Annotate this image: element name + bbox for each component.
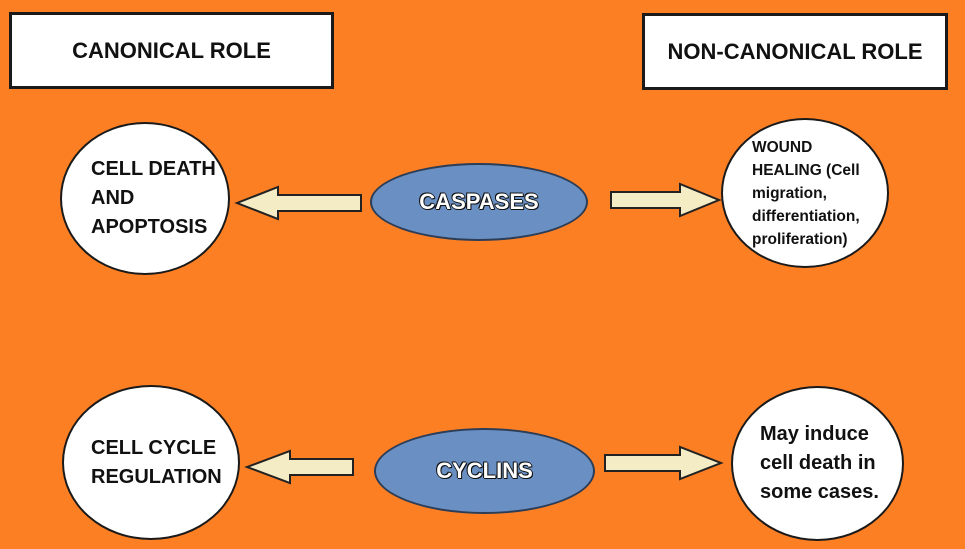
cell-death-apoptosis-label: CELL DEATH AND APOPTOSIS bbox=[91, 158, 216, 238]
caspases-node: CASPASES bbox=[370, 163, 588, 241]
canonical-role-header: CANONICAL ROLE bbox=[9, 12, 334, 89]
wound-healing-label: WOUND HEALING (Cell migration, different… bbox=[752, 138, 860, 248]
canonical-role-label: CANONICAL ROLE bbox=[72, 37, 271, 63]
cyclins-node: CYCLINS bbox=[374, 428, 595, 514]
arrow-right-icon bbox=[610, 182, 722, 218]
non-canonical-role-header: NON-CANONICAL ROLE bbox=[642, 13, 948, 90]
may-induce-cell-death-node: May induce cell death in some cases. bbox=[731, 386, 904, 541]
cell-death-apoptosis-node: CELL DEATH AND APOPTOSIS bbox=[60, 122, 230, 275]
arrow-left-icon bbox=[234, 185, 362, 221]
cell-cycle-regulation-node: CELL CYCLE REGULATION bbox=[62, 385, 240, 540]
may-induce-cell-death-label: May induce cell death in some cases. bbox=[760, 423, 879, 503]
wound-healing-node: WOUND HEALING (Cell migration, different… bbox=[721, 118, 889, 268]
cell-cycle-regulation-label: CELL CYCLE REGULATION bbox=[91, 436, 222, 488]
cyclins-label: CYCLINS bbox=[436, 458, 533, 483]
arrow-left-icon bbox=[244, 449, 354, 485]
non-canonical-role-label: NON-CANONICAL ROLE bbox=[667, 38, 923, 64]
caspases-label: CASPASES bbox=[419, 189, 539, 214]
arrow-right-icon bbox=[604, 445, 724, 481]
